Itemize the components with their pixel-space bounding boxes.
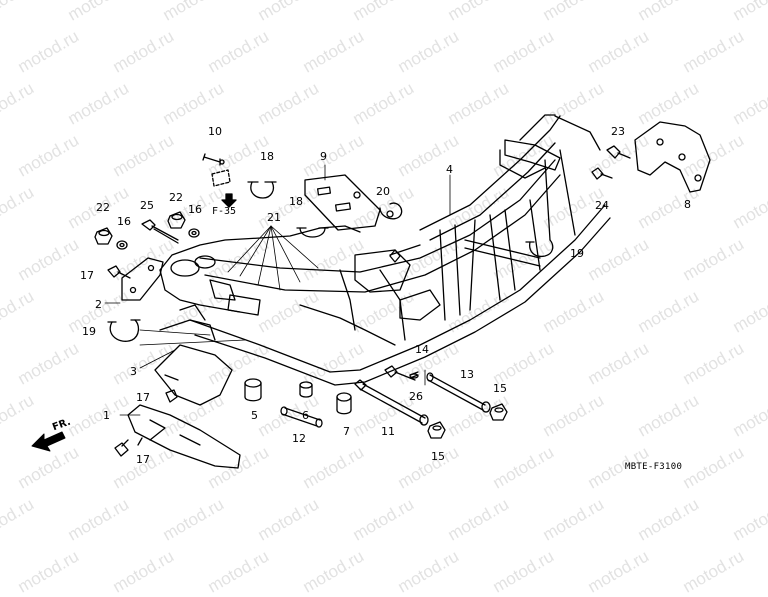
callout-26: 26 [409,390,423,403]
callout-20: 20 [376,185,390,198]
bolt-24 [591,167,613,180]
callout-13: 13 [460,368,474,381]
bolt-25 [141,219,179,244]
bolt-11 [354,379,429,426]
part-2-plate [121,257,164,301]
main-frame [159,114,611,386]
bolt-23 [606,145,631,159]
callout-24: 24 [595,199,609,212]
nut-15-right [489,403,508,421]
callout-10: 10 [208,125,222,138]
clamp-18-second [296,227,329,238]
bolt-17-lower [114,439,129,457]
bolt-26 [384,365,416,381]
page-reference[interactable]: F-35 [212,206,237,217]
callout-21: 21 [267,211,281,224]
callout-11: 11 [381,425,395,438]
callout-16-left: 16 [117,215,131,228]
nut-22-right [167,211,186,229]
part-1-guard [127,404,241,469]
clamp-19-right [525,239,554,258]
page-ref-arrow-icon [221,193,237,208]
callout-15-lower: 15 [431,450,445,463]
callout-23: 23 [611,125,625,138]
callout-17-lower: 17 [136,453,150,466]
washer-16-left [116,240,128,250]
callout-15-right: 15 [493,382,507,395]
part-9-plate [304,174,381,231]
callout-22-left: 22 [96,201,110,214]
pipe-12 [280,406,323,428]
callout-6: 6 [302,409,309,422]
callout-18-top: 18 [260,150,274,163]
callout-9: 9 [320,150,327,163]
part-3-cover [154,344,233,406]
collar-14 [409,371,419,379]
callout-4: 4 [446,163,453,176]
callout-12: 12 [292,432,306,445]
bolt-17-middle [165,389,178,403]
callout-1: 1 [103,409,110,422]
callout-16-right: 16 [188,203,202,216]
callout-17-middle: 17 [136,391,150,404]
nut-15-lower [427,421,446,439]
callout-7: 7 [343,425,350,438]
callout-18-second: 18 [289,195,303,208]
clip-20 [379,202,403,220]
collar-5 [244,378,262,402]
washer-16-right [188,228,200,238]
diagram-code: MBTE-F3100 [625,462,683,472]
bolt-17-upper [107,265,131,279]
nut-22-left [94,227,113,245]
callout-8: 8 [684,198,691,211]
callout-2: 2 [95,298,102,311]
callout-19-left: 19 [82,325,96,338]
front-arrow-icon [31,431,66,452]
leader-lines [104,164,451,416]
callout-17-upper: 17 [80,269,94,282]
callout-3: 3 [130,365,137,378]
callout-14: 14 [415,343,429,356]
callout-22-right: 22 [169,191,183,204]
part-8-bracket [634,121,711,193]
frame-body-drawing [31,114,711,469]
part-10-bolt [202,153,231,187]
collar-6 [299,381,313,398]
callout-25: 25 [140,199,154,212]
bolt-13 [426,372,491,413]
clamp-19-left [107,319,141,342]
clamp-18-top [247,181,277,199]
callout-19-right: 19 [570,247,584,260]
collar-7 [336,392,352,415]
callout-5: 5 [251,409,258,422]
